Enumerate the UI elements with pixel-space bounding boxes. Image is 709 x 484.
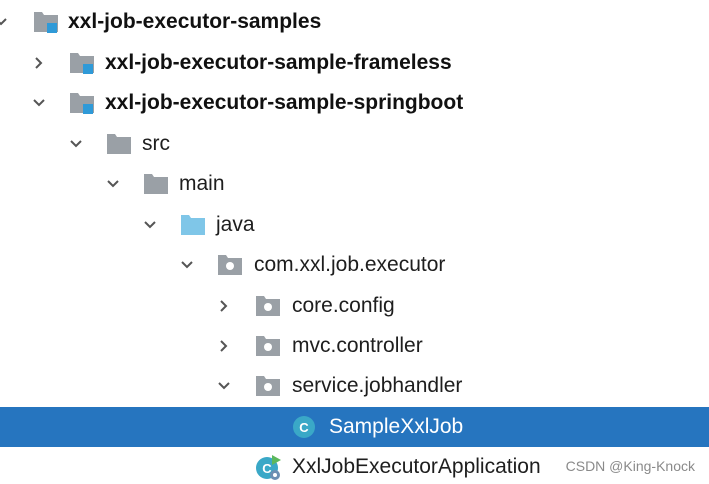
tree-node-label: main [179,172,225,195]
tree-node-springboot[interactable]: xxl-job-executor-sample-springboot [0,83,709,123]
chevron-down-icon[interactable] [69,124,83,164]
chevron-down-icon[interactable] [217,366,231,406]
chevron-right-icon[interactable] [217,286,231,326]
tree-node-label: com.xxl.job.executor [254,253,446,276]
module-folder-icon [68,43,94,83]
folder-icon [142,164,168,204]
tree-node-label: SampleXxlJob [329,415,464,438]
tree-node-package-executor[interactable]: com.xxl.job.executor [0,245,709,285]
tree-node-main[interactable]: main [0,164,709,204]
tree-node-package-service-jobhandler[interactable]: service.jobhandler [0,366,709,406]
tree-node-executor-application[interactable]: C XxlJobExecutorApplication [0,447,709,484]
chevron-down-icon[interactable] [180,245,194,285]
spring-boot-application-class-icon: C [254,447,281,484]
tree-node-label: xxl-job-executor-sample-frameless [105,51,452,74]
chevron-right-icon[interactable] [32,43,46,83]
tree-node-label: xxl-job-executor-samples [68,10,322,33]
svg-text:C: C [262,461,272,476]
chevron-down-icon[interactable] [0,2,8,42]
chevron-down-icon[interactable] [32,83,46,123]
folder-icon [105,124,131,164]
tree-node-root[interactable]: xxl-job-executor-samples [0,2,709,42]
chevron-down-icon[interactable] [143,205,157,245]
tree-node-label: XxlJobExecutorApplication [292,455,541,478]
tree-node-label: xxl-job-executor-sample-springboot [105,91,464,114]
module-folder-icon [68,83,94,123]
tree-node-label: java [216,213,255,236]
tree-node-label: mvc.controller [292,334,423,357]
tree-node-label: service.jobhandler [292,374,463,397]
chevron-down-icon[interactable] [106,164,120,204]
tree-node-frameless[interactable]: xxl-job-executor-sample-frameless [0,43,709,83]
tree-node-package-mvc-controller[interactable]: mvc.controller [0,326,709,366]
watermark-text: CSDN @King-Knock [565,458,695,474]
package-icon [216,245,242,285]
tree-node-sample-xxl-job[interactable]: C SampleXxlJob [0,407,709,447]
tree-node-label: src [142,132,170,155]
tree-node-label: core.config [292,294,395,317]
class-icon: C [291,407,317,447]
tree-node-java[interactable]: java [0,205,709,245]
module-folder-icon [32,2,58,42]
tree-node-package-core-config[interactable]: core.config [0,286,709,326]
package-icon [254,286,280,326]
tree-node-src[interactable]: src [0,124,709,164]
source-root-folder-icon [179,205,205,245]
package-icon [254,326,280,366]
svg-text:C: C [299,420,309,435]
chevron-right-icon[interactable] [217,326,231,366]
package-icon [254,366,280,406]
